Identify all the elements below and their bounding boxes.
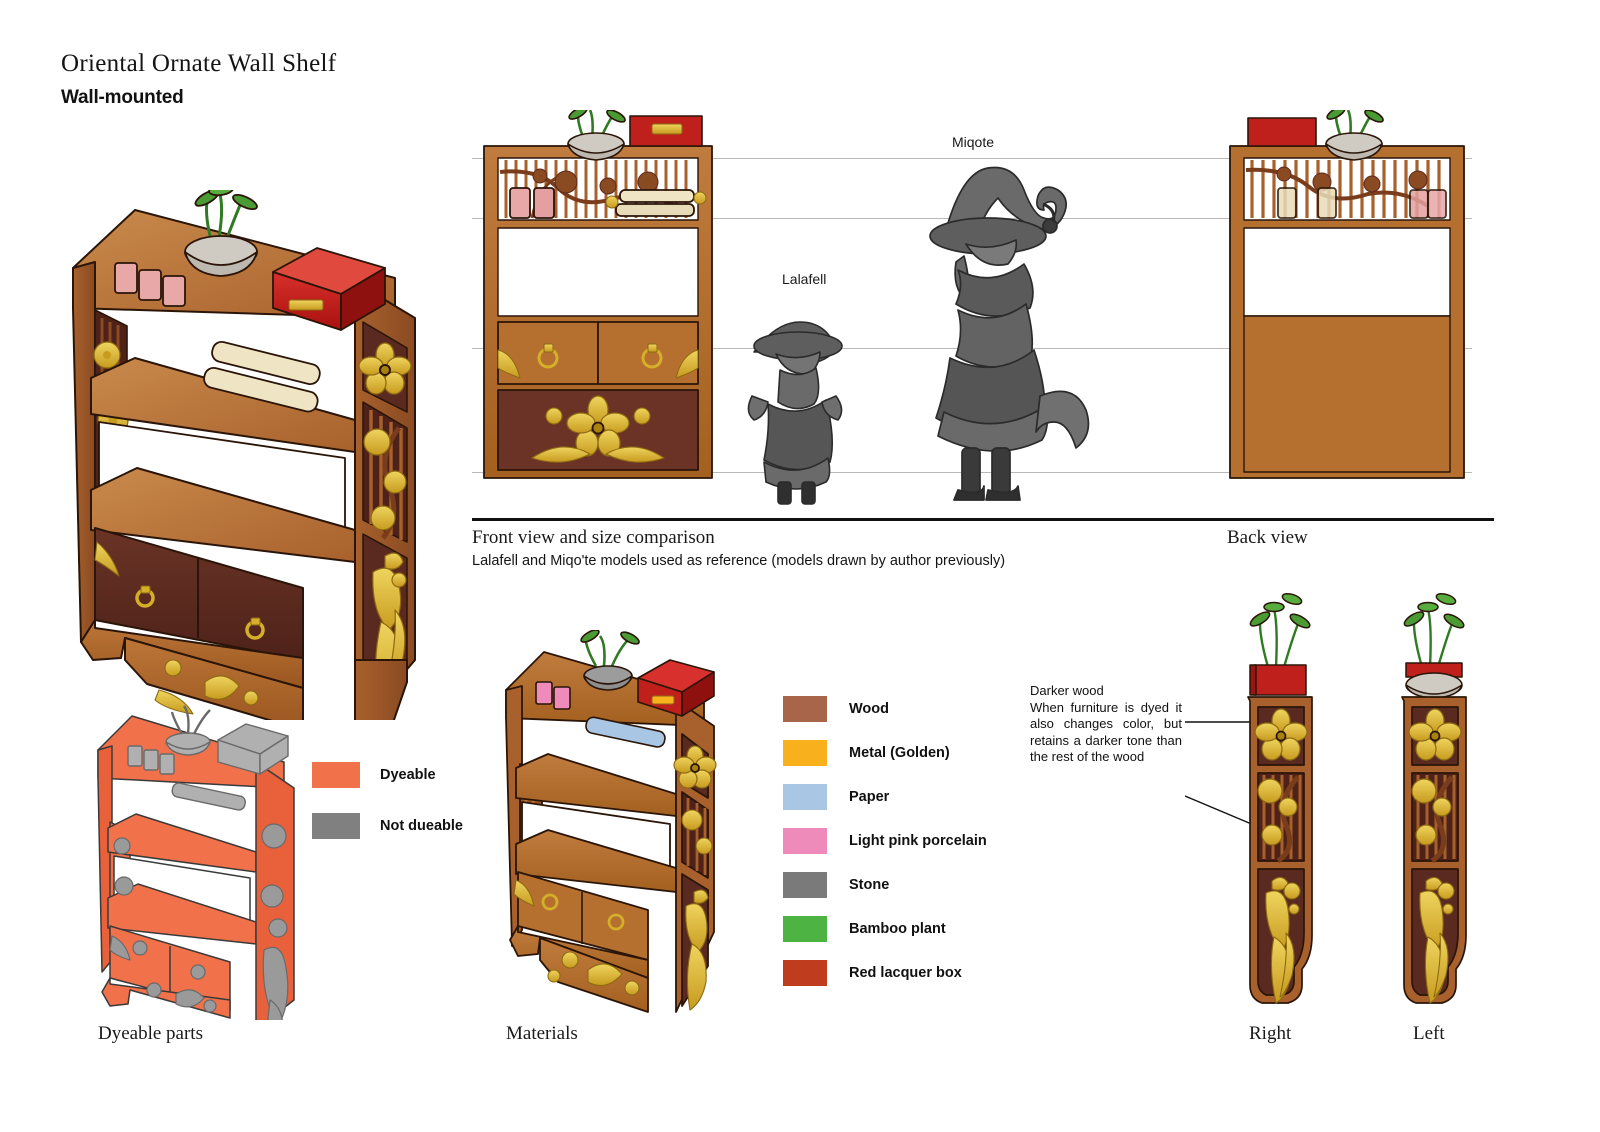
swatch-porcelain bbox=[783, 828, 827, 854]
swatch-metal bbox=[783, 740, 827, 766]
legend-label-paper: Paper bbox=[849, 789, 890, 805]
swatch-not-dyeable bbox=[312, 813, 360, 839]
annotation-leader-lines bbox=[1185, 721, 1262, 829]
swatch-wood bbox=[783, 696, 827, 722]
legend-item-metal: Metal (Golden) bbox=[783, 740, 987, 766]
legend-item-paper: Paper bbox=[783, 784, 987, 810]
right-side-panel-illustration bbox=[1247, 592, 1313, 1004]
legend-label-lacquer: Red lacquer box bbox=[849, 965, 962, 981]
swatch-paper bbox=[783, 784, 827, 810]
legend-label-bamboo: Bamboo plant bbox=[849, 921, 946, 937]
lalafell-character-reference bbox=[747, 321, 843, 505]
materials-caption: Materials bbox=[506, 1023, 578, 1044]
legend-item-porcelain: Light pink porcelain bbox=[783, 828, 987, 854]
size-guide-line-1 bbox=[472, 158, 1472, 159]
legend-label-metal: Metal (Golden) bbox=[849, 745, 950, 761]
annotation-body: When furniture is dyed it also changes c… bbox=[1030, 699, 1182, 765]
swatch-dyeable bbox=[312, 762, 360, 788]
label-lalafell: Lalafell bbox=[782, 271, 827, 287]
materials-illustration bbox=[505, 630, 717, 1013]
annotation-heading: Darker wood bbox=[1030, 683, 1104, 698]
materials-legend: Wood Metal (Golden) Paper Light pink por… bbox=[783, 696, 987, 986]
right-side-caption: Right bbox=[1249, 1023, 1292, 1044]
left-side-panel-illustration bbox=[1401, 592, 1467, 1004]
legend-item-lacquer: Red lacquer box bbox=[783, 960, 987, 986]
dyeable-parts-caption: Dyeable parts bbox=[98, 1023, 203, 1044]
legend-label-stone: Stone bbox=[849, 877, 890, 893]
legend-item-stone: Stone bbox=[783, 872, 987, 898]
swatch-stone bbox=[783, 872, 827, 898]
page-subtitle: Wall-mounted bbox=[61, 87, 184, 108]
miqote-character-reference bbox=[929, 166, 1090, 501]
back-view-illustration bbox=[1229, 110, 1465, 479]
legend-label-wood: Wood bbox=[849, 701, 889, 717]
dyeable-parts-illustration bbox=[97, 705, 295, 1020]
legend-item-dyeable: Dyeable bbox=[312, 762, 463, 788]
front-view-caption: Front view and size comparison bbox=[472, 527, 715, 548]
legend-label-dyeable: Dyeable bbox=[380, 767, 436, 783]
section-divider bbox=[472, 518, 1494, 521]
legend-label-not-dyeable: Not dueable bbox=[380, 818, 463, 834]
legend-item-bamboo: Bamboo plant bbox=[783, 916, 987, 942]
legend-item-wood: Wood bbox=[783, 696, 987, 722]
swatch-lacquer bbox=[783, 960, 827, 986]
swatch-bamboo bbox=[783, 916, 827, 942]
back-view-caption: Back view bbox=[1227, 527, 1308, 548]
front-view-illustration bbox=[483, 110, 713, 479]
left-side-caption: Left bbox=[1413, 1023, 1445, 1044]
main-perspective-illustration bbox=[72, 190, 416, 720]
label-miqote: Miqote bbox=[952, 134, 995, 150]
legend-item-not-dyeable: Not dueable bbox=[312, 813, 463, 839]
dyeable-legend: Dyeable Not dueable bbox=[312, 762, 463, 839]
page-title: Oriental Ornate Wall Shelf bbox=[61, 50, 337, 77]
legend-label-porcelain: Light pink porcelain bbox=[849, 833, 987, 849]
front-view-note: Lalafell and Miqo'te models used as refe… bbox=[472, 553, 1006, 569]
